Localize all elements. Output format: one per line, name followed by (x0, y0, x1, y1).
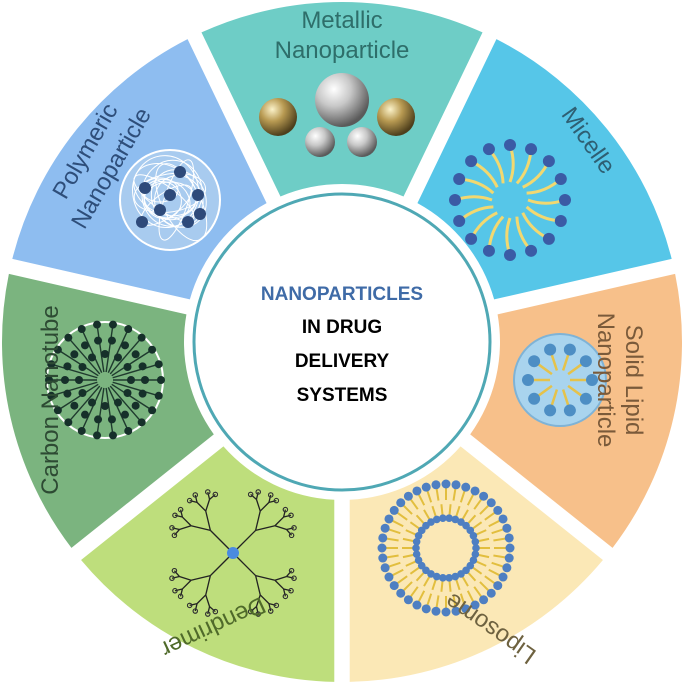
polymeric-nanoparticle-icon (119, 149, 221, 251)
label-carbon-nanotube: Carbon Nanotube (37, 305, 64, 494)
center-title-line1: NANOPARTICLES (261, 284, 423, 305)
label-solid-lipid-line2: Nanoparticle (592, 313, 619, 448)
carbon-nanotube-icon (45, 320, 165, 440)
center-title-line4: SYSTEMS (297, 385, 388, 406)
label-metallic-line1: Metallic (301, 7, 382, 34)
center-title-line3: DELIVERY (295, 351, 390, 372)
liposome-icon (377, 479, 515, 617)
center-title-line2: IN DRUG (302, 317, 382, 338)
label-metallic-line2: Nanoparticle (275, 37, 410, 64)
segment-dendrimer (81, 446, 335, 682)
segment-carbon-nanotube (1, 273, 214, 548)
center-hub: NANOPARTICLES IN DRUG DELIVERY SYSTEMS (192, 192, 492, 492)
segment-liposome (349, 446, 603, 682)
micelle-icon (449, 139, 571, 261)
solid-lipid-nanoparticle-icon (513, 333, 607, 427)
metallic-spheres-icon (259, 73, 415, 157)
dendrimer-icon (169, 489, 297, 617)
label-solid-lipid-line1: Solid Lipid (620, 325, 647, 436)
center-ring (192, 192, 492, 492)
